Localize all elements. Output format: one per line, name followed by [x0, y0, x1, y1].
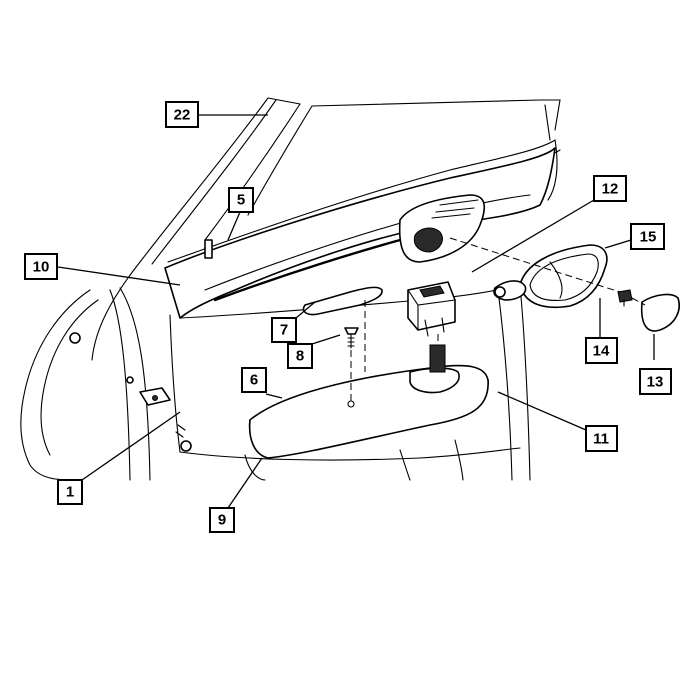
svg-text:22: 22 — [174, 107, 191, 124]
callout-7: 7 — [271, 317, 297, 343]
assembly-lines — [347, 237, 646, 408]
svg-text:9: 9 — [218, 512, 226, 529]
svg-text:14: 14 — [593, 343, 610, 360]
callout-14: 14 — [585, 337, 618, 364]
svg-text:1: 1 — [66, 484, 74, 501]
svg-text:8: 8 — [296, 348, 304, 365]
callout-11: 11 — [585, 425, 618, 452]
main-door-panel — [169, 284, 531, 481]
trim-cap — [640, 293, 680, 332]
retainer-clip — [617, 289, 633, 307]
door-check-bracket — [69, 332, 192, 452]
svg-text:5: 5 — [237, 192, 245, 209]
callout-5: 5 — [228, 187, 254, 213]
armrest — [248, 344, 489, 459]
svg-text:11: 11 — [593, 431, 609, 448]
upper-trim-panel — [164, 147, 556, 319]
trim-cover — [302, 286, 383, 316]
callout-6: 6 — [241, 367, 267, 393]
callout-8: 8 — [287, 343, 313, 369]
callout-22: 22 — [165, 101, 199, 128]
callout-9: 9 — [209, 507, 235, 533]
svg-text:6: 6 — [250, 372, 258, 389]
leader-lines — [57, 114, 655, 509]
callout-1: 1 — [57, 479, 83, 505]
courtesy-lamp-housing — [493, 244, 608, 309]
window-switch — [407, 281, 456, 337]
svg-text:7: 7 — [280, 322, 288, 339]
svg-text:13: 13 — [647, 374, 664, 391]
svg-text:12: 12 — [602, 181, 619, 198]
callout-12: 12 — [593, 175, 627, 202]
svg-text:15: 15 — [640, 229, 657, 246]
svg-text:10: 10 — [33, 259, 50, 276]
callout-15: 15 — [630, 223, 665, 250]
callout-10: 10 — [24, 253, 58, 280]
screw — [344, 327, 359, 349]
callout-13: 13 — [639, 368, 672, 395]
